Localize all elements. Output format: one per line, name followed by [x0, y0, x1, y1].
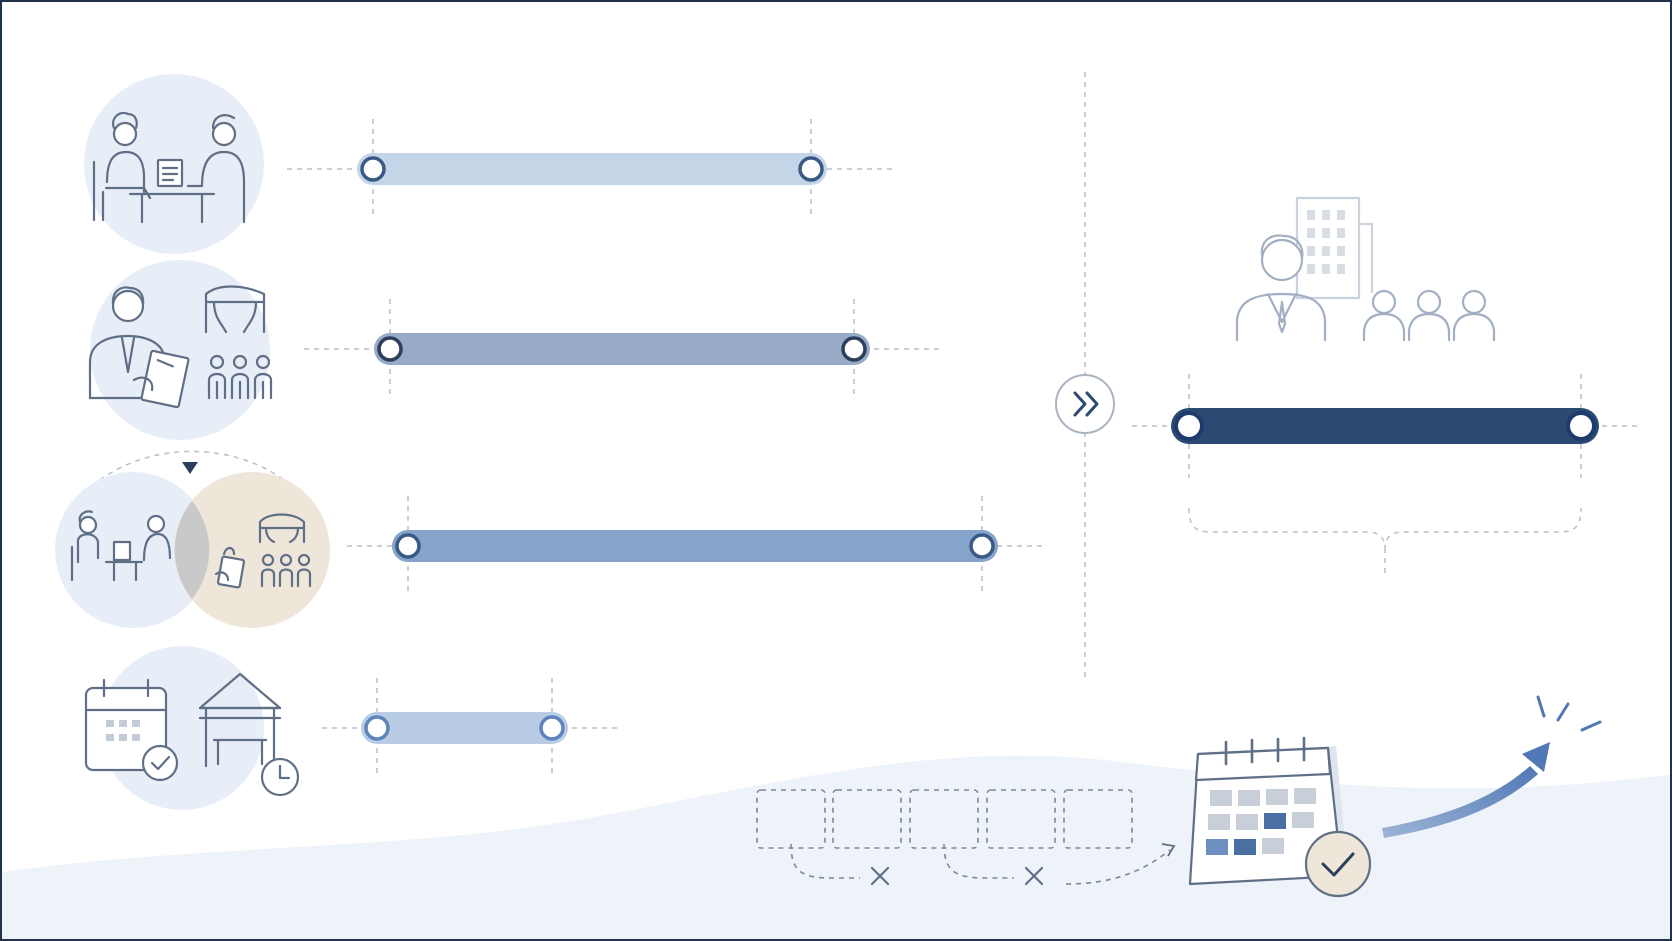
result-bracket: [1188, 507, 1582, 578]
event-tent-icon-small: [258, 513, 306, 544]
check-icon-confirmed: [1304, 830, 1372, 898]
slot-2: [832, 789, 902, 849]
cross-icon-2: [1024, 866, 1044, 886]
businessman-icon: [1235, 234, 1327, 342]
node-4-end: [539, 715, 565, 741]
node-4-start: [364, 715, 390, 741]
reject-path-2: [943, 843, 1014, 879]
planner-clipboard-icon: [88, 286, 190, 409]
team-icon: [1362, 289, 1496, 342]
cross-icon: [870, 866, 890, 886]
audience-icon: [207, 354, 273, 400]
merge-arc: [99, 450, 285, 481]
event-tent-icon-booking: [198, 672, 282, 768]
accept-arrowhead: [1161, 843, 1176, 857]
node-result-end: [1566, 411, 1596, 441]
office-building-icon: [1295, 196, 1374, 300]
fast-forward-button[interactable]: [1055, 374, 1115, 434]
slot-4: [986, 789, 1056, 849]
audience-icon-small: [260, 553, 312, 588]
merge-arrow: [182, 462, 198, 474]
node-2-end: [841, 336, 867, 362]
reject-path-1: [790, 843, 860, 879]
slot-5: [1063, 789, 1133, 849]
node-1-start: [360, 156, 386, 182]
check-icon: [141, 744, 179, 782]
node-1-end: [798, 156, 824, 182]
accept-path: [1065, 849, 1171, 885]
fast-forward-icon: [1073, 391, 1099, 417]
circle-bg-3b: [174, 472, 330, 628]
rising-arrow-icon: [1382, 695, 1602, 838]
clock-icon: [260, 757, 300, 797]
node-result-start: [1174, 411, 1204, 441]
circle-bg-3a: [55, 472, 211, 628]
interview-icon: [92, 111, 246, 224]
node-3-start: [395, 533, 421, 559]
node-2-start: [377, 336, 403, 362]
interview-icon-small: [70, 510, 172, 582]
planner-icon-small: [214, 546, 246, 589]
circle-overlap: [174, 501, 210, 599]
calendar-icon: [84, 678, 168, 772]
node-3-end: [969, 533, 995, 559]
event-tent-icon: [204, 285, 266, 334]
